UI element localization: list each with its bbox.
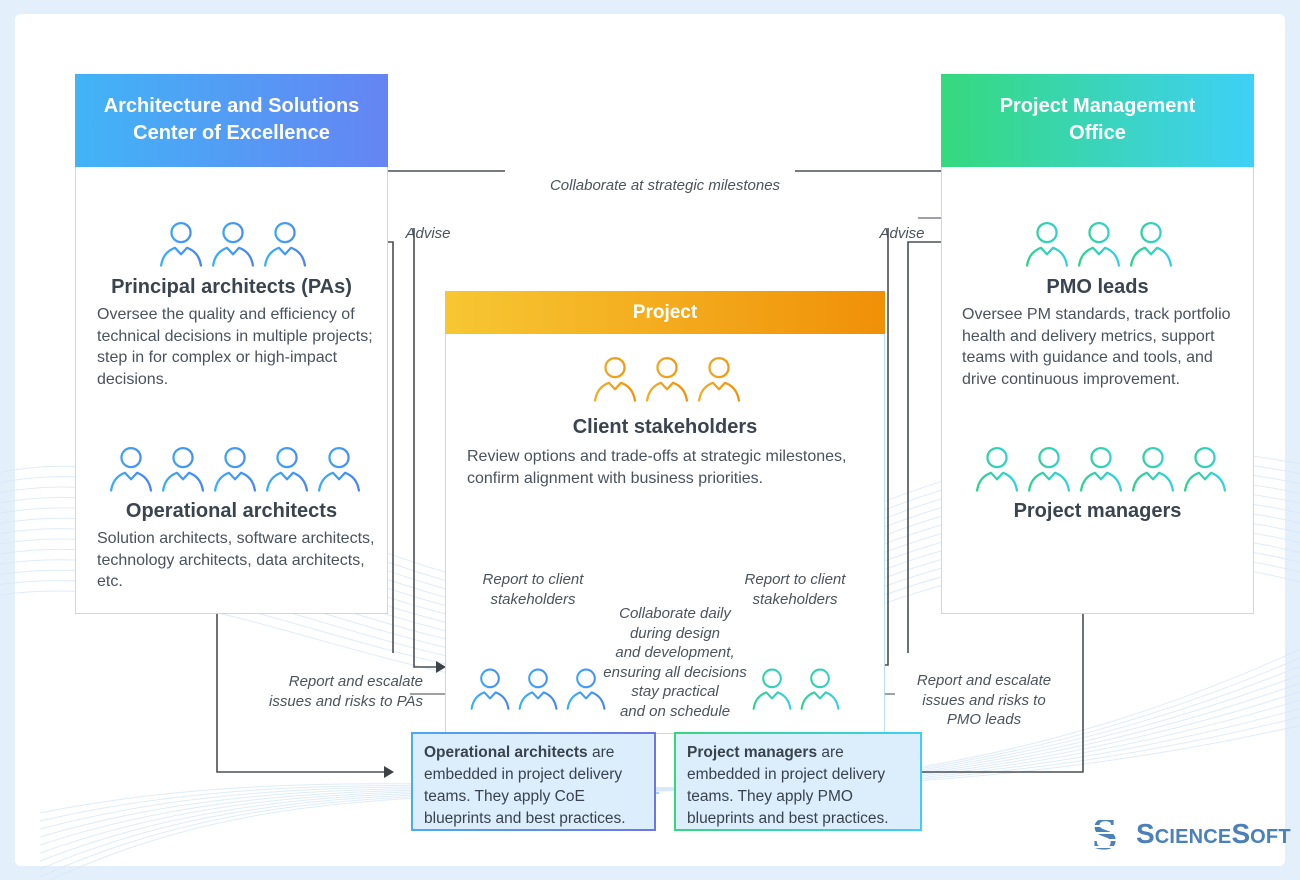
client-stakeholders-icons [589,352,745,404]
person-icon [1021,217,1073,269]
person-icon [259,217,311,269]
logo-text-s2: S [1231,818,1251,849]
label-collaborate-top: Collaborate at strategic milestones [549,177,781,194]
person-icon [313,442,365,494]
operational-architects-icons [105,442,365,494]
pmo-leads-name: PMO leads [1046,276,1149,298]
pmo-title-line1: Project Management [999,95,1196,117]
principal-architects-desc: Oversee the quality and efficiency of te… [97,306,373,388]
pmo-leads-desc: Oversee PM standards, track portfolio he… [962,306,1231,388]
person-icon [155,217,207,269]
person-icon [1125,217,1177,269]
person-icon [971,442,1023,494]
sciencesoft-wordmark: ScienceSoft [1136,818,1291,850]
pmo-title-line2: Office [1069,122,1126,144]
person-icon [1127,442,1179,494]
callout-right-text: are embedded in project delivery teams. … [687,744,889,827]
project-header: Project [445,291,885,334]
person-icon [261,442,313,494]
coe-box: Architecture and Solutions Center of Exc… [75,74,388,614]
person-icon [1075,442,1127,494]
pmo-box: Project Management Office [941,74,1254,614]
person-icon [1179,442,1231,494]
project-box: Project [445,291,885,734]
person-icon [466,664,514,712]
label-advise-right: Advise [879,225,925,242]
callout-right-bold: Project managers [687,744,818,761]
logo-text-cience: cience [1154,826,1232,848]
pmo-header: Project Management Office [941,74,1254,167]
project-managers-name: Project managers [1013,500,1182,522]
person-icon [157,442,209,494]
arrowhead-right-callout-left [384,766,394,778]
client-stakeholders-desc: Review options and trade-offs at strateg… [467,448,847,487]
label-report-client-left: Report to client stakeholders [482,571,584,608]
person-icon [207,217,259,269]
diagram-card: Architecture and Solutions Center of Exc… [0,14,1300,880]
callout-left-bold: Operational architects [424,744,588,761]
project-managers-icons [971,442,1231,494]
callout-left-text: are embedded in project delivery teams. … [424,744,626,827]
callout-operational-architects: Operational architects are embedded in p… [411,732,656,831]
person-icon [1023,442,1075,494]
label-collaborate-daily: Collaborate daily during design and deve… [603,605,747,720]
pmo-leads-icons [1021,217,1177,269]
person-icon [641,352,693,404]
person-icon [796,664,844,712]
person-icon [1073,217,1125,269]
label-report-pas: Report and escalate issues and risks to … [269,673,423,710]
person-icon [514,664,562,712]
logo-text-oft: oft [1250,826,1291,848]
principal-architects-icons [155,217,311,269]
client-stakeholders-name: Client stakeholders [572,416,758,438]
person-icon [209,442,261,494]
coe-header: Architecture and Solutions Center of Exc… [75,74,388,167]
coe-title-line1: Architecture and Solutions [103,95,360,117]
arrow-advise-to-architects [413,228,436,668]
callout-project-managers: Project managers are embedded in project… [674,732,922,831]
label-report-pmo: Report and escalate issues and risks to … [916,672,1052,728]
label-report-client-right: Report to client stakeholders [744,571,846,608]
sciencesoft-logo: S ScienceSoft [1091,813,1291,855]
person-icon [693,352,745,404]
principal-architects-name: Principal architects (PAs) [111,276,352,298]
person-icon [589,352,641,404]
sciencesoft-logo-icon: S [1092,813,1118,855]
logo-text-s1: S [1136,818,1155,849]
coe-title-line2: Center of Excellence [133,122,330,144]
person-icon [105,442,157,494]
svg-text:S: S [1092,813,1118,855]
operational-architects-name: Operational architects [125,500,338,522]
operational-architects-desc: Solution architects, software architects… [97,530,375,590]
label-advise-left: Advise [405,225,451,242]
